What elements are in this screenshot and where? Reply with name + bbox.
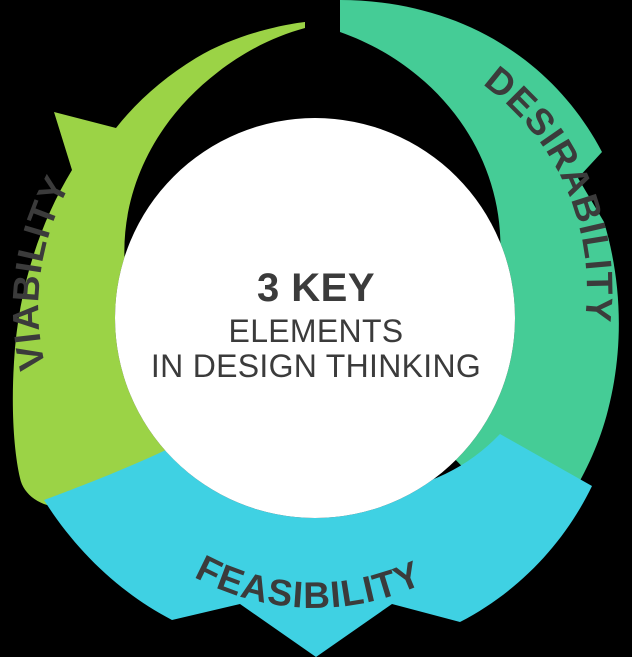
segment-feasibility-shape[interactable] <box>44 420 592 657</box>
center-circle <box>115 118 515 518</box>
segment-viability-shape[interactable] <box>12 0 305 508</box>
segment-desirability-shape[interactable] <box>340 0 619 518</box>
